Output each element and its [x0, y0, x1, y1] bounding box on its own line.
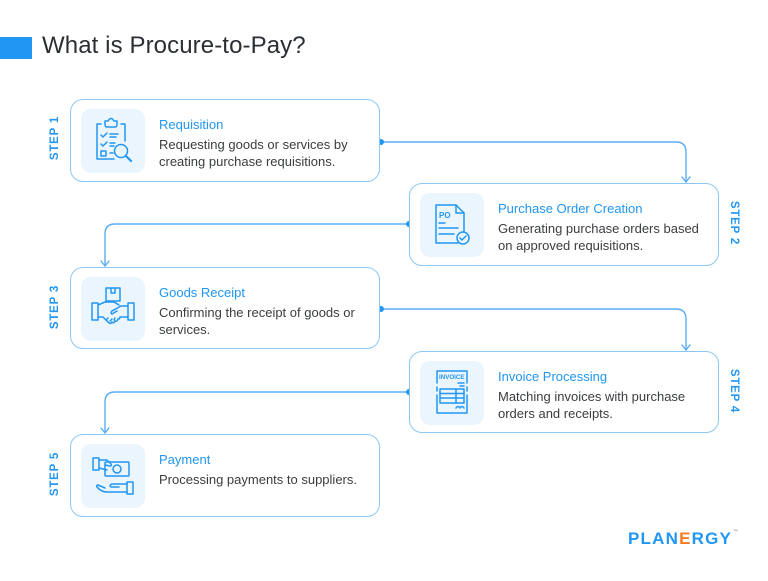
logo-text-accent: E	[679, 529, 692, 548]
step-label-5: STEP 5	[49, 451, 62, 497]
step-description: Requesting goods or services by creating…	[159, 137, 348, 169]
icon-container	[81, 109, 145, 173]
trademark-symbol: ™	[733, 529, 739, 535]
step-description: Generating purchase orders based on appr…	[498, 221, 699, 253]
logo-text-prefix: PLAN	[628, 529, 680, 548]
step-label-3: STEP 3	[49, 284, 62, 330]
logo-text-suffix: RGY	[691, 529, 733, 548]
page-title: What is Procure-to-Pay?	[42, 32, 306, 59]
step-label-4: STEP 4	[728, 368, 741, 414]
icon-container: INVOICE	[420, 361, 484, 425]
hand-money-payment-icon	[92, 457, 134, 495]
step-label-1: STEP 1	[49, 115, 62, 161]
step-title: Invoice Processing	[498, 369, 608, 384]
step-description: Confirming the receipt of goods or servi…	[159, 305, 355, 337]
step-title: Payment	[159, 452, 211, 467]
step-title: Goods Receipt	[159, 285, 245, 300]
icon-container: PO	[420, 193, 484, 257]
step-card-payment: Payment Processing payments to suppliers…	[70, 434, 380, 517]
step-card-requisition: Requisition Requesting goods or services…	[70, 99, 380, 182]
handshake-package-icon	[91, 287, 135, 325]
svg-text:PO: PO	[439, 211, 451, 220]
invoice-document-icon: INVOICE	[436, 370, 468, 414]
step-card-invoice-processing: INVOICE Invoice Processing Matching invo…	[409, 351, 719, 433]
title-accent-bar	[0, 37, 32, 59]
step-description: Processing payments to suppliers.	[159, 472, 357, 487]
icon-container	[81, 277, 145, 341]
clipboard-checklist-magnifier-icon	[96, 117, 133, 163]
planergy-logo: PLANERGY™	[628, 529, 738, 549]
step-title: Requisition	[159, 117, 224, 132]
step-label-2: STEP 2	[728, 200, 741, 246]
icon-container	[81, 444, 145, 508]
svg-text:INVOICE: INVOICE	[439, 374, 464, 381]
step-card-purchase-order-creation: PO Purchase Order Creation Generating pu…	[409, 183, 719, 266]
step-description: Matching invoices with purchase orders a…	[498, 389, 686, 421]
purchase-order-document-icon: PO	[435, 204, 470, 245]
step-card-goods-receipt: Goods Receipt Confirming the receipt of …	[70, 267, 380, 349]
step-title: Purchase Order Creation	[498, 201, 643, 216]
